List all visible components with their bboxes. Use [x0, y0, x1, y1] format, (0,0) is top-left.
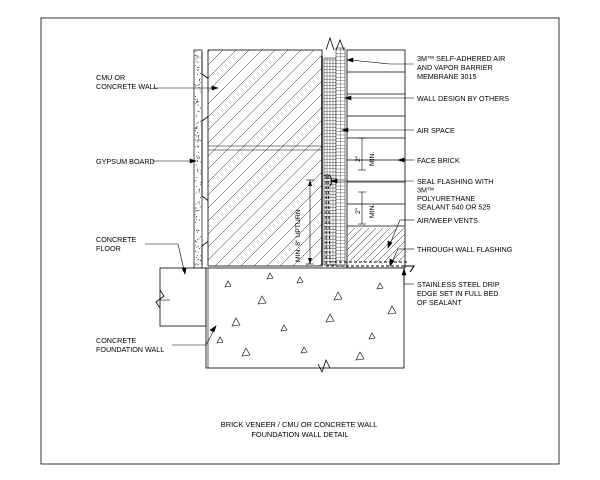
seal-flashing-label-line-1: SEAL FLASHING WITH — [417, 177, 493, 186]
cmu-wall-label: CMU OR CONCRETE WALL — [96, 73, 158, 91]
sheathing-strip — [325, 36, 346, 267]
air-vapor-barrier-membrane — [321, 56, 337, 266]
lower-min-text: MIN. — [369, 204, 376, 218]
gypsum-board-label: GYPSUM BOARD — [96, 157, 155, 166]
drip-edge-label-line-1: STAINLESS STEEL DRIP — [417, 280, 500, 289]
foundation-wall-label-line-1: CONCRETE — [96, 336, 137, 345]
upper-two-inch-dimension: 2" MIN. — [355, 137, 376, 171]
lower-two-inch-text: 2" — [355, 207, 362, 214]
drip-edge-label: STAINLESS STEEL DRIP EDGE SET IN FULL BE… — [417, 280, 502, 307]
through-wall-flashing — [325, 175, 410, 267]
through-wall-flashing-label: THROUGH WALL FLASHING — [417, 245, 513, 254]
cmu-concrete-wall — [207, 49, 323, 267]
membrane-label: 3M™ SELF-ADHERED AIR AND VAPOR BARRIER M… — [417, 54, 507, 81]
furring-channel — [201, 52, 211, 266]
air-space-label: AIR SPACE — [417, 126, 455, 135]
detail-title-line-2: FOUNDATION WALL DETAIL — [251, 430, 348, 439]
left-leaders — [145, 85, 219, 346]
concrete-floor-label-line-2: FLOOR — [96, 244, 121, 253]
wall-design-label: WALL DESIGN BY OTHERS — [417, 94, 509, 103]
seal-flashing-label-line-2: 3M™ — [417, 186, 434, 195]
cmu-wall-label-line-1: CMU OR — [96, 73, 125, 82]
gypsum-board — [193, 49, 203, 269]
detail-title: BRICK VENEER / CMU OR CONCRETE WALL FOUN… — [221, 420, 379, 439]
foundation-wall-label: CONCRETE FOUNDATION WALL — [96, 336, 164, 354]
foundation-wall-label-line-2: FOUNDATION WALL — [96, 345, 164, 354]
concrete-floor-slab — [155, 267, 207, 327]
concrete-foundation-wall — [205, 267, 405, 374]
seal-flashing-label-line-3: POLYURETHANE — [417, 194, 475, 203]
upturn-dimension: MIN. 8" UPTURN — [295, 179, 314, 265]
concrete-floor-label: CONCRETE FLOOR — [96, 235, 138, 253]
drip-edge-label-line-2: EDGE SET IN FULL BED — [417, 289, 498, 298]
seal-flashing-bead — [323, 174, 333, 187]
upper-two-inch-text: 2" — [355, 155, 362, 162]
weep-vents-label: AIR/WEEP VENTS — [417, 216, 478, 225]
cmu-wall-label-line-2: CONCRETE WALL — [96, 82, 158, 91]
membrane-label-line-1: 3M™ SELF-ADHERED AIR — [417, 54, 505, 63]
membrane-label-line-2: AND VAPOR BARRIER — [417, 63, 493, 72]
concrete-floor-label-line-1: CONCRETE — [96, 235, 137, 244]
face-brick-label: FACE BRICK — [417, 156, 460, 165]
detail-title-line-1: BRICK VENEER / CMU OR CONCRETE WALL — [221, 420, 377, 429]
upturn-dimension-text: MIN. 8" UPTURN — [295, 209, 302, 262]
lower-two-inch-dimension: 2" MIN. — [355, 191, 376, 225]
seal-flashing-label-line-4: SEALANT 540 OR 525 — [417, 203, 490, 212]
upper-min-text: MIN. — [369, 152, 376, 166]
drip-edge-label-line-3: OF SEALANT — [417, 298, 462, 307]
seal-flashing-label: SEAL FLASHING WITH 3M™ POLYURETHANE SEAL… — [417, 177, 495, 212]
right-leaders — [330, 57, 414, 285]
drip-edge — [404, 265, 416, 273]
drawing-frame — [40, 17, 560, 465]
membrane-label-line-3: MEMBRANE 3015 — [417, 72, 477, 81]
